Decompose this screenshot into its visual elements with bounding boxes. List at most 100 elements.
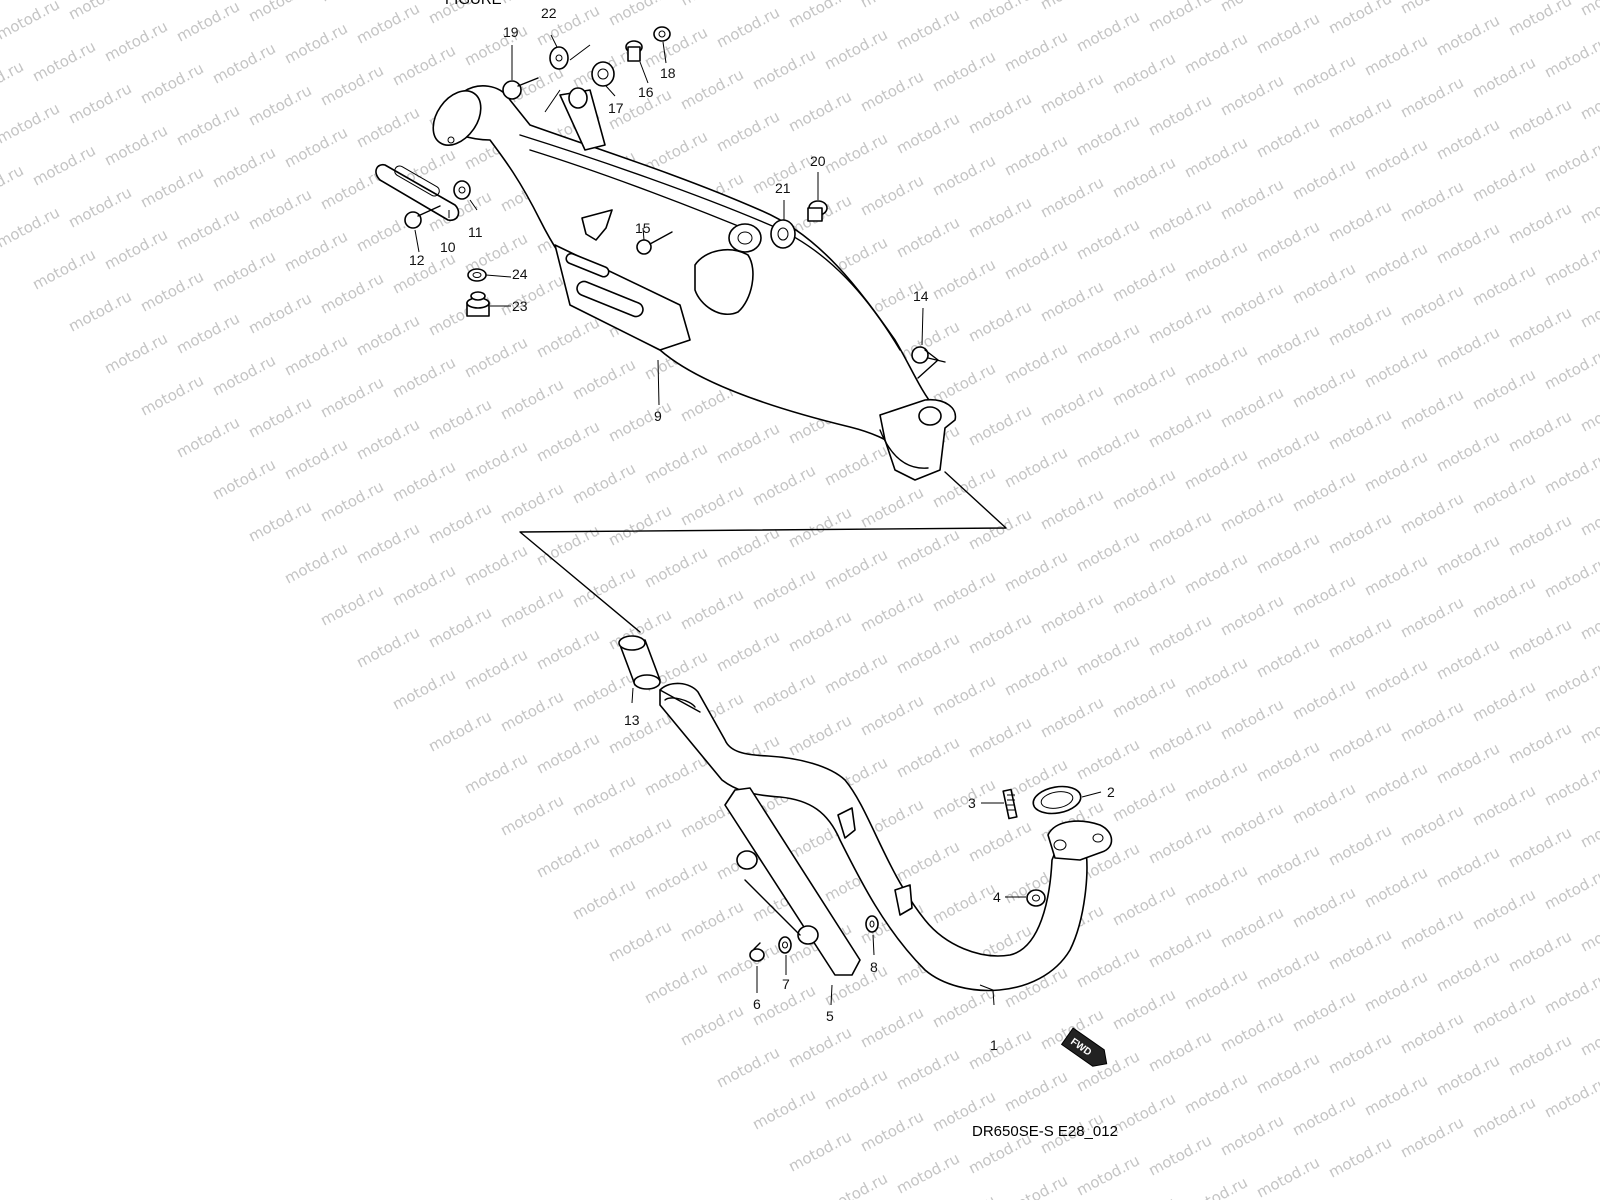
watermark-text: motod.ru [1073,423,1142,471]
watermark-text: motod.ru [209,247,278,295]
part-24-washer[interactable] [467,268,487,282]
watermark-text: motod.ru [1397,801,1466,849]
watermark-text: motod.ru [461,541,530,589]
watermark-text: motod.ru [461,437,530,485]
watermark-text: motod.ru [173,309,242,357]
part-15-bolt[interactable] [636,231,673,255]
watermark-text: motod.ru [281,123,350,171]
watermark-text: motod.ru [1217,903,1286,951]
watermark-text: motod.ru [353,623,422,671]
watermark-text: motod.ru [1181,965,1250,1013]
watermark-text: motod.ru [1001,1067,1070,1115]
watermark-text: motod.ru [1253,633,1322,681]
watermark-text: motod.ru [281,435,350,483]
part-7-washer[interactable] [778,936,792,954]
watermark-text: motod.ru [1289,51,1358,99]
watermark-text: motod.ru [209,39,278,87]
watermark-text: motod.ru [317,0,386,6]
watermark-text: motod.ru [569,355,638,403]
watermark-text: motod.ru [785,607,854,655]
watermark-text: motod.ru [0,161,27,209]
watermark-text: motod.ru [1469,53,1538,101]
watermark-text: motod.ru [1145,507,1214,555]
watermark-text: motod.ru [1361,655,1430,703]
part-2-gasket[interactable] [1031,783,1083,817]
callout-7: 7 [782,976,790,992]
watermark-text: motod.ru [1397,593,1466,641]
watermark-text: motod.ru [1433,1051,1502,1099]
part-6-bolt[interactable] [749,942,765,962]
part-3-stud[interactable] [1002,788,1018,820]
watermark-text: motod.ru [929,47,998,95]
watermark-text: motod.ru [1289,883,1358,931]
pipe-inlet-band [659,689,701,713]
watermark-text: motod.ru [1073,735,1142,783]
watermark-text: motod.ru [1541,241,1600,289]
watermark-text: motod.ru [173,413,242,461]
part-4-nut[interactable] [1026,889,1046,907]
watermark-text: motod.ru [929,775,998,823]
watermark-text: motod.ru [1073,1151,1142,1199]
callout-13: 13 [624,712,640,728]
part-17-grommet[interactable] [591,61,615,87]
part-1-exhaust-pipe[interactable] [659,682,1113,992]
watermark-text: motod.ru [1037,485,1106,533]
watermark-text: motod.ru [857,171,926,219]
watermark-text: motod.ru [65,183,134,231]
watermark-text: motod.ru [1145,1027,1214,1075]
watermark-text: motod.ru [929,255,998,303]
watermark-text: motod.ru [965,401,1034,449]
watermark-text: motod.ru [1289,675,1358,723]
watermark-text: motod.ru [245,289,314,337]
watermark-text: motod.ru [1577,283,1600,331]
watermark-text: motod.ru [893,213,962,261]
watermark-text: motod.ru [821,441,890,489]
watermark-text: motod.ru [605,813,674,861]
part-20-collar[interactable] [807,200,828,222]
part-14-bolt[interactable] [911,346,946,364]
part-21-cushion[interactable] [770,219,796,249]
muffler-assembly[interactable] [423,82,957,481]
connection-line-tail [917,349,939,379]
watermark-text: motod.ru [857,1107,926,1155]
watermark-text: motod.ru [641,751,710,799]
part-18-nut[interactable] [653,26,671,42]
watermark-text: motod.ru [677,897,746,945]
part-23-plug[interactable] [466,291,490,317]
watermark-text: motod.ru [1289,987,1358,1035]
watermark-text: motod.ru [1361,239,1430,287]
watermark-text: motod.ru [605,709,674,757]
watermark-text: motod.ru [1577,1011,1600,1059]
watermark-text: motod.ru [425,395,494,443]
watermark-text: motod.ru [1433,115,1502,163]
watermark-text: motod.ru [1289,363,1358,411]
watermark-text: motod.ru [713,1043,782,1091]
part-13-sleeve[interactable] [618,635,661,690]
part-22-washer[interactable] [549,46,569,70]
part-16-collar[interactable] [625,40,643,62]
watermark-text: motod.ru [785,503,854,551]
watermark-text: motod.ru [1361,551,1430,599]
watermark-text: motod.ru [173,0,242,46]
watermark-text: motod.ru [1325,405,1394,453]
watermark-text: motod.ru [1109,361,1178,409]
watermark-text: motod.ru [677,481,746,529]
watermark-text: motod.ru [1289,571,1358,619]
part-12-bolt[interactable] [404,205,441,229]
watermark-text: motod.ru [1541,865,1600,913]
watermark-text: motod.ru [1001,131,1070,179]
callout-10: 10 [440,239,456,255]
watermark-text: motod.ru [101,17,170,65]
watermark-text: motod.ru [857,0,926,12]
bracket-slot-upper [565,252,610,278]
mount-grommet [728,223,762,253]
callout-2: 2 [1107,784,1115,800]
watermark-text: motod.ru [857,67,926,115]
watermark-text: motod.ru [1541,761,1600,809]
part-11-washer[interactable] [453,180,471,200]
watermark-text: motod.ru [1109,673,1178,721]
part-5-heat-shield[interactable] [724,787,861,976]
part-8-washer[interactable] [865,915,879,933]
watermark-text: motod.ru [1577,0,1600,20]
part-19-bolt[interactable] [502,77,539,100]
